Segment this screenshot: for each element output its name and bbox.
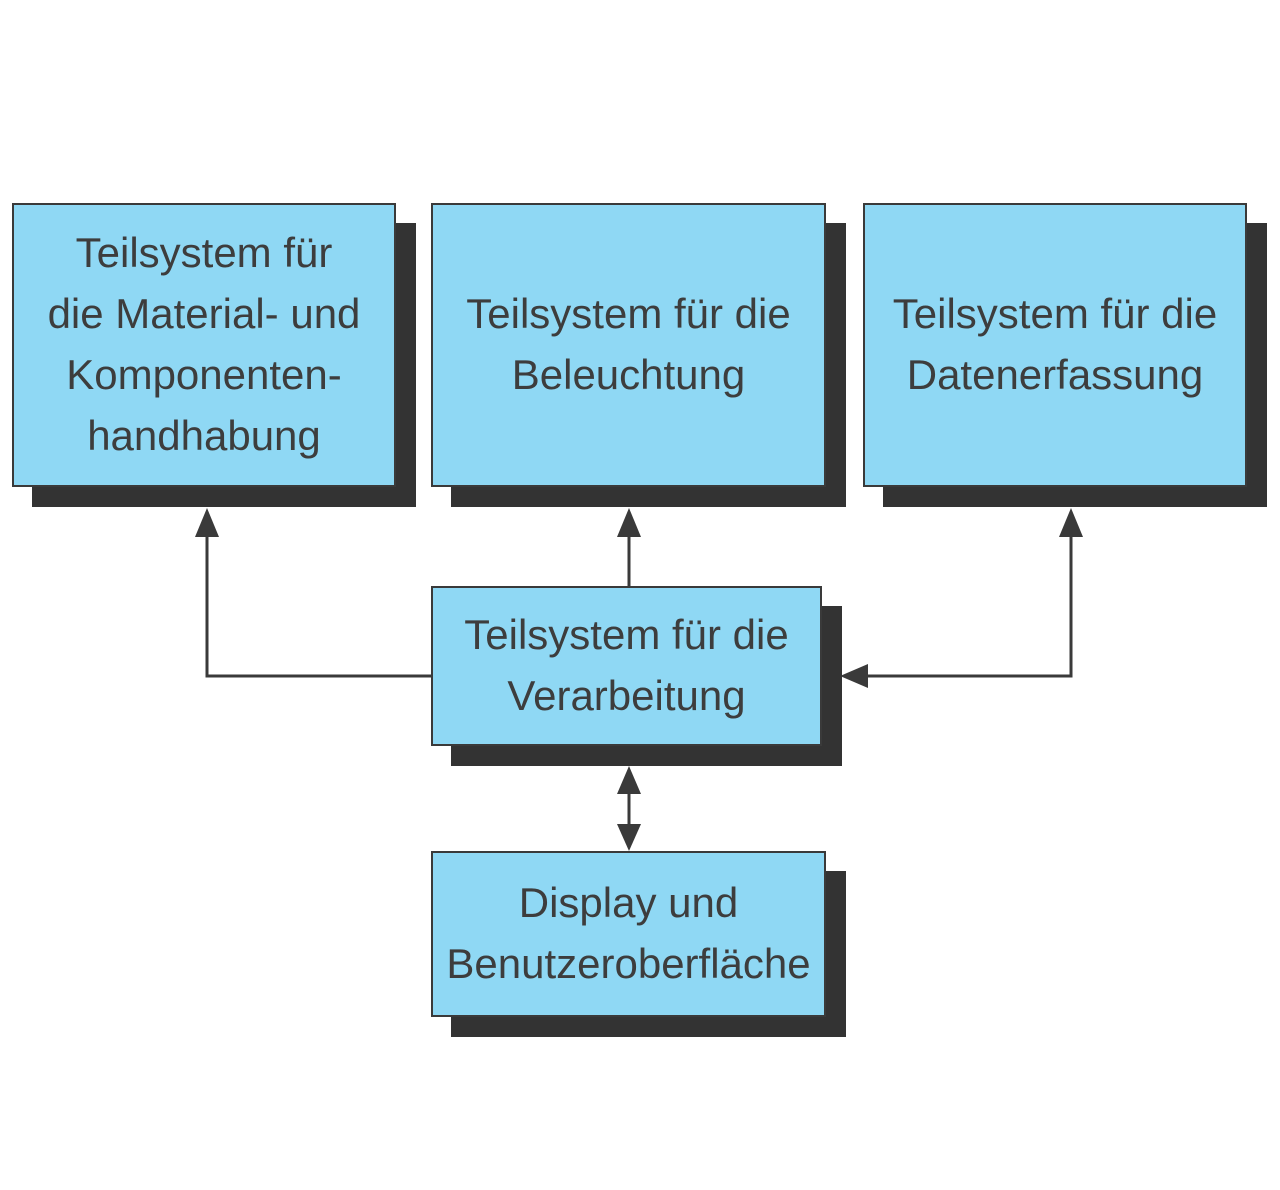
lighting-subsystem-box: Teilsystem für die Beleuchtung xyxy=(431,203,826,487)
display-ui-box: Display und Benutzeroberfläche xyxy=(431,851,826,1017)
arrowhead-down-display xyxy=(617,824,641,851)
arrowhead-up-processing xyxy=(617,766,641,794)
material-handling-subsystem-box: Teilsystem für die Material- und Kompone… xyxy=(12,203,396,487)
lighting-subsystem-label: Teilsystem für die Beleuchtung xyxy=(466,290,791,398)
arrowhead-up-lighting xyxy=(617,508,641,537)
arrowhead-up-material xyxy=(195,508,219,537)
arrowhead-up-data xyxy=(1059,508,1083,537)
arrowhead-left-processing xyxy=(840,664,868,688)
processing-subsystem-label: Teilsystem für die Verarbeitung xyxy=(464,611,789,719)
data-capture-subsystem-label: Teilsystem für die Datenerfassung xyxy=(892,290,1218,398)
material-handling-subsystem-label: Teilsystem für die Material- und Kompone… xyxy=(47,229,361,459)
data-capture-subsystem-box: Teilsystem für die Datenerfassung xyxy=(863,203,1247,487)
connector-processing-to-material xyxy=(205,535,431,678)
connector-data-to-processing xyxy=(866,535,1073,678)
display-ui-label: Display und Benutzeroberfläche xyxy=(446,879,811,987)
processing-subsystem-box: Teilsystem für die Verarbeitung xyxy=(431,586,822,746)
